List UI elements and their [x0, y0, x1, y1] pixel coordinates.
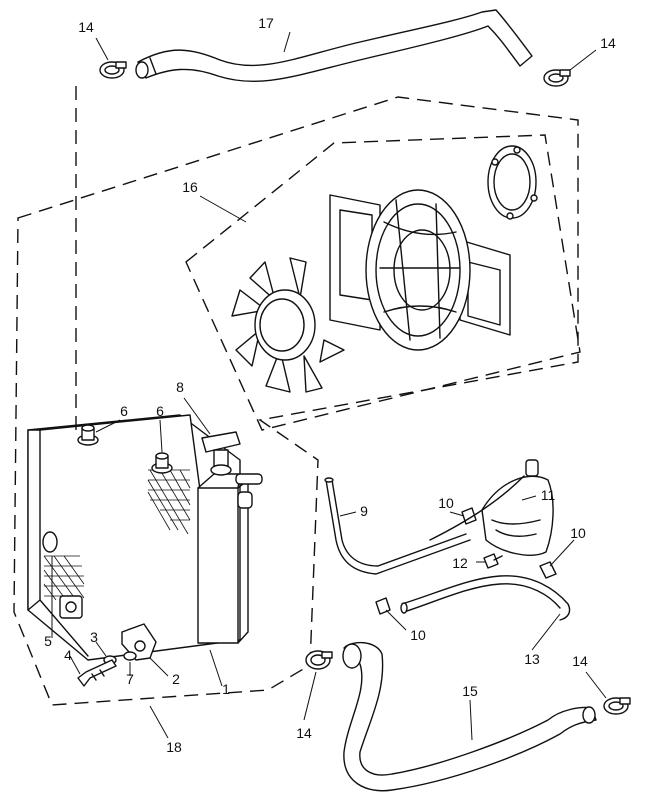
callout-14-upper-right: 14 [600, 35, 616, 51]
callout-18: 18 [166, 739, 182, 755]
hose-clamp-upper-right [543, 69, 571, 87]
callout-17: 17 [258, 15, 274, 31]
callout-4: 4 [64, 647, 72, 663]
callout-2: 2 [172, 671, 180, 687]
fan-assembly-boundary [185, 134, 581, 431]
mounting-grommet-right [151, 452, 173, 474]
callout-14-lower-middle: 14 [296, 725, 312, 741]
callout-11: 11 [541, 487, 556, 503]
callout-6-left: 6 [120, 403, 128, 419]
bolt [77, 659, 117, 687]
tube-clamp-right [539, 561, 557, 579]
lower-hose [342, 641, 597, 792]
fan-shroud [329, 189, 511, 351]
callout-12: 12 [452, 555, 468, 571]
callout-15: 15 [462, 683, 478, 699]
callout-3: 3 [90, 629, 98, 645]
callout-10-lower: 10 [410, 627, 426, 643]
reservoir-screw [483, 553, 503, 569]
callout-8: 8 [176, 379, 184, 395]
radiator [27, 414, 263, 661]
radiator-core-hatch-upper [147, 469, 191, 535]
radiator-assembly-boundary [13, 96, 579, 706]
callout-9: 9 [360, 503, 368, 519]
callout-7: 7 [126, 671, 134, 687]
mounting-grommet-left [77, 424, 99, 446]
callout-5: 5 [44, 633, 52, 649]
bracket-grommet [123, 651, 137, 661]
callout-14-lower-right: 14 [572, 653, 588, 669]
fan-blades [231, 257, 345, 393]
callout-6-right: 6 [156, 403, 164, 419]
upper-hose [135, 9, 533, 82]
callout-10-upper: 10 [438, 495, 454, 511]
callout-16: 16 [182, 179, 198, 195]
shroud-ring-plate [487, 145, 538, 220]
hose-clamp-lower-right [603, 697, 631, 715]
reservoir-hose [400, 575, 571, 621]
overflow-tube [324, 477, 471, 575]
callout-10-right: 10 [570, 525, 586, 541]
callout-1: 1 [222, 681, 230, 697]
callout-13: 13 [524, 651, 540, 667]
callout-14-upper-left: 14 [78, 19, 94, 35]
hose-clamp-lower-middle [305, 650, 333, 670]
radiator-cap [201, 431, 241, 476]
hose-clamp-upper-left [99, 61, 127, 79]
